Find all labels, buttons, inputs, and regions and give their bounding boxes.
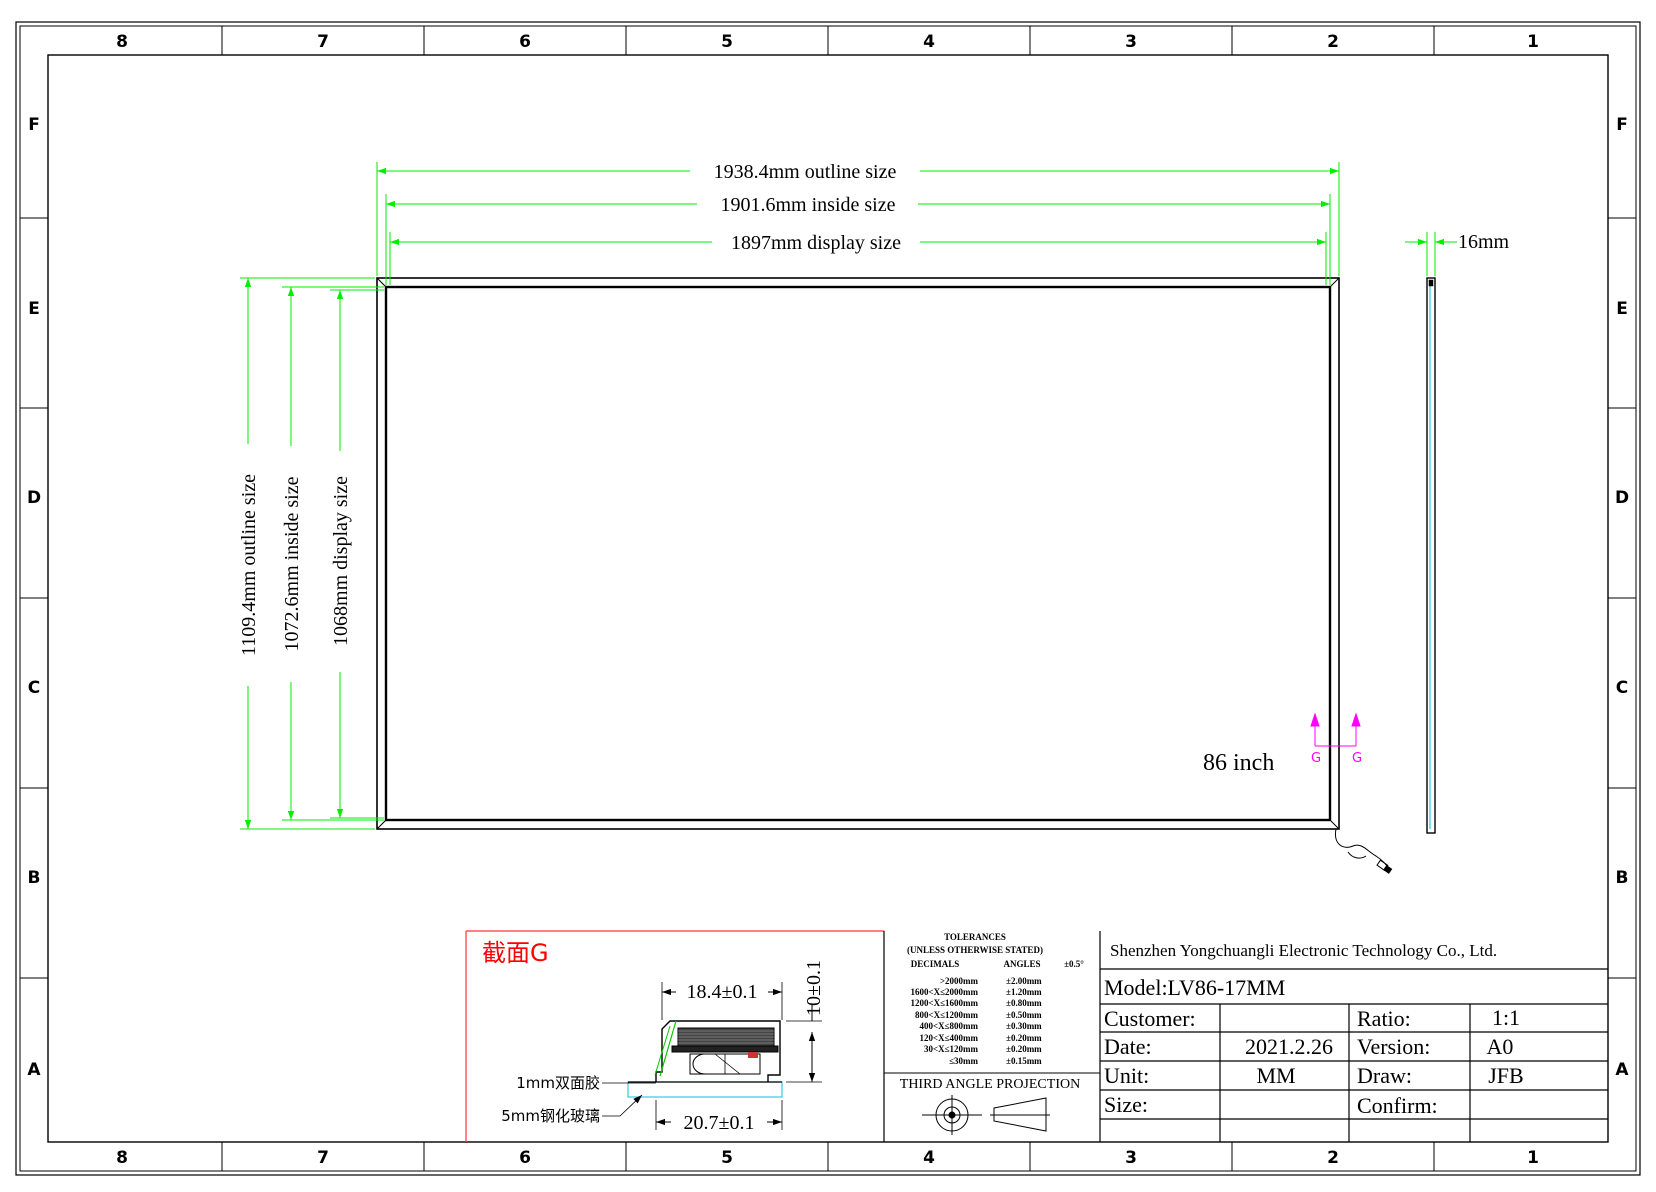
tolerance-value: ±0.30mm <box>1006 1021 1042 1031</box>
tolerance-range: 30<X≤120mm <box>924 1044 979 1054</box>
section-marker-right: G <box>1352 751 1362 766</box>
zone-row-right: E <box>1616 299 1628 319</box>
section-title: 截面G <box>482 939 549 967</box>
zone-row-right: A <box>1615 1060 1629 1080</box>
inside-height-label: 1072.6mm inside size <box>281 476 303 651</box>
display-width-label: 1897mm display size <box>731 232 901 254</box>
customer-label: Customer: <box>1104 1006 1196 1031</box>
zone-col-top: 3 <box>1125 32 1137 52</box>
version-label: Version: <box>1357 1034 1430 1059</box>
company-name: Shenzhen Yongchuangli Electronic Technol… <box>1110 941 1497 960</box>
angles-label: ANGLES <box>1003 959 1040 969</box>
zone-col-top: 2 <box>1327 32 1339 52</box>
draw-label: Draw: <box>1357 1063 1412 1088</box>
tape-label: 1mm双面胶 <box>516 1074 600 1092</box>
tolerance-range: ≤30mm <box>949 1056 978 1066</box>
tolerance-title: TOLERANCES <box>944 932 1006 942</box>
zone-col-bottom: 7 <box>317 1148 329 1168</box>
inside-width-label: 1901.6mm inside size <box>721 194 896 216</box>
tolerance-value: ±1.20mm <box>1006 987 1042 997</box>
section-detail: 截面G <box>465 930 885 1142</box>
panel-front-view <box>376 277 1393 874</box>
angles-value: ±0.5° <box>1064 959 1084 969</box>
panel-outline <box>376 277 1340 830</box>
tolerance-range: 400<X≤800mm <box>919 1021 978 1031</box>
zone-col-bottom: 5 <box>721 1148 733 1168</box>
zone-col-top: 8 <box>116 32 128 52</box>
panel-size-label: 86 inch <box>1203 750 1274 776</box>
tolerance-range: 1200<X≤1600mm <box>910 998 978 1008</box>
zone-col-bottom: 1 <box>1527 1148 1539 1168</box>
zone-col-bottom: 8 <box>116 1148 128 1168</box>
panel-side-view <box>1405 232 1457 834</box>
zone-col-top: 6 <box>519 32 531 52</box>
zone-row-right: B <box>1616 868 1629 888</box>
version-value: A0 <box>1487 1034 1514 1059</box>
zone-row-left: E <box>28 299 40 319</box>
zone-row-right: F <box>1616 115 1628 135</box>
zone-row-right: C <box>1616 678 1628 698</box>
projection-symbol <box>922 1095 1050 1135</box>
tolerance-value: ±0.15mm <box>1006 1056 1042 1066</box>
zone-col-top: 1 <box>1527 32 1539 52</box>
tolerance-value: ±0.20mm <box>1006 1033 1042 1043</box>
zone-col-bottom: 4 <box>923 1148 935 1168</box>
tolerance-range: 1600<X≤2000mm <box>910 987 978 997</box>
date-label: Date: <box>1104 1034 1152 1059</box>
zone-row-left: B <box>28 868 41 888</box>
zone-row-left: A <box>27 1060 41 1080</box>
outline-width-label: 1938.4mm outline size <box>714 161 897 183</box>
unit-label: Unit: <box>1104 1063 1149 1088</box>
display-height-label: 1068mm display size <box>330 476 352 646</box>
projection-label: THIRD ANGLE PROJECTION <box>900 1077 1080 1092</box>
decimals-label: DECIMALS <box>911 959 960 969</box>
zone-labels: 8 7 6 5 4 3 2 1 8 7 6 5 4 3 2 1 F E D C … <box>27 32 1629 1168</box>
zone-col-top: 4 <box>923 32 935 52</box>
zone-col-top: 5 <box>721 32 733 52</box>
section-marker-left: G <box>1311 751 1321 766</box>
model-number: Model:LV86-17MM <box>1104 975 1285 1000</box>
panel-display-area <box>384 285 1332 822</box>
zone-row-left: D <box>27 488 41 508</box>
zone-row-left: F <box>28 115 40 135</box>
unit-value: MM <box>1256 1063 1295 1088</box>
section-width-bottom: 20.7±0.1 <box>684 1112 755 1134</box>
tolerance-value: ±0.20mm <box>1006 1044 1042 1054</box>
glass-layer <box>627 1081 783 1098</box>
draw-value: JFB <box>1488 1063 1523 1088</box>
zone-col-bottom: 6 <box>519 1148 531 1168</box>
tolerance-value: ±0.50mm <box>1006 1010 1042 1020</box>
section-g-marker <box>1310 712 1361 747</box>
zone-col-top: 7 <box>317 32 329 52</box>
tolerance-range: 800<X≤1200mm <box>915 1010 979 1020</box>
zone-col-bottom: 3 <box>1125 1148 1137 1168</box>
zone-col-bottom: 2 <box>1327 1148 1339 1168</box>
tolerance-subtitle: (UNLESS OTHERWISE STATED) <box>907 945 1043 955</box>
title-block <box>1100 968 1608 1142</box>
confirm-label: Confirm: <box>1357 1093 1438 1118</box>
tolerance-value: ±0.80mm <box>1006 998 1042 1008</box>
size-label: Size: <box>1104 1092 1148 1117</box>
tolerance-value: ±2.00mm <box>1006 976 1042 986</box>
zone-row-left: C <box>28 678 40 698</box>
zone-row-right: D <box>1615 488 1629 508</box>
tolerance-range: 120<X≤400mm <box>919 1033 978 1043</box>
date-value: 2021.2.26 <box>1245 1034 1333 1059</box>
section-width-top: 18.4±0.1 <box>687 981 758 1003</box>
ratio-label: Ratio: <box>1357 1006 1411 1031</box>
thickness-label: 16mm <box>1458 231 1510 253</box>
vertical-dimensions <box>240 277 384 830</box>
ratio-value: 1:1 <box>1492 1005 1520 1030</box>
outline-height-label: 1109.4mm outline size <box>238 474 260 656</box>
horizontal-dimensions <box>376 162 1340 285</box>
drawing-frame <box>15 21 1641 1176</box>
section-height: 10±0.1 <box>803 960 825 1016</box>
tolerance-block: TOLERANCES (UNLESS OTHERWISE STATED) DEC… <box>884 931 1101 1142</box>
tolerance-range: >2000mm <box>940 976 979 986</box>
glass-label: 5mm钢化玻璃 <box>501 1107 600 1125</box>
